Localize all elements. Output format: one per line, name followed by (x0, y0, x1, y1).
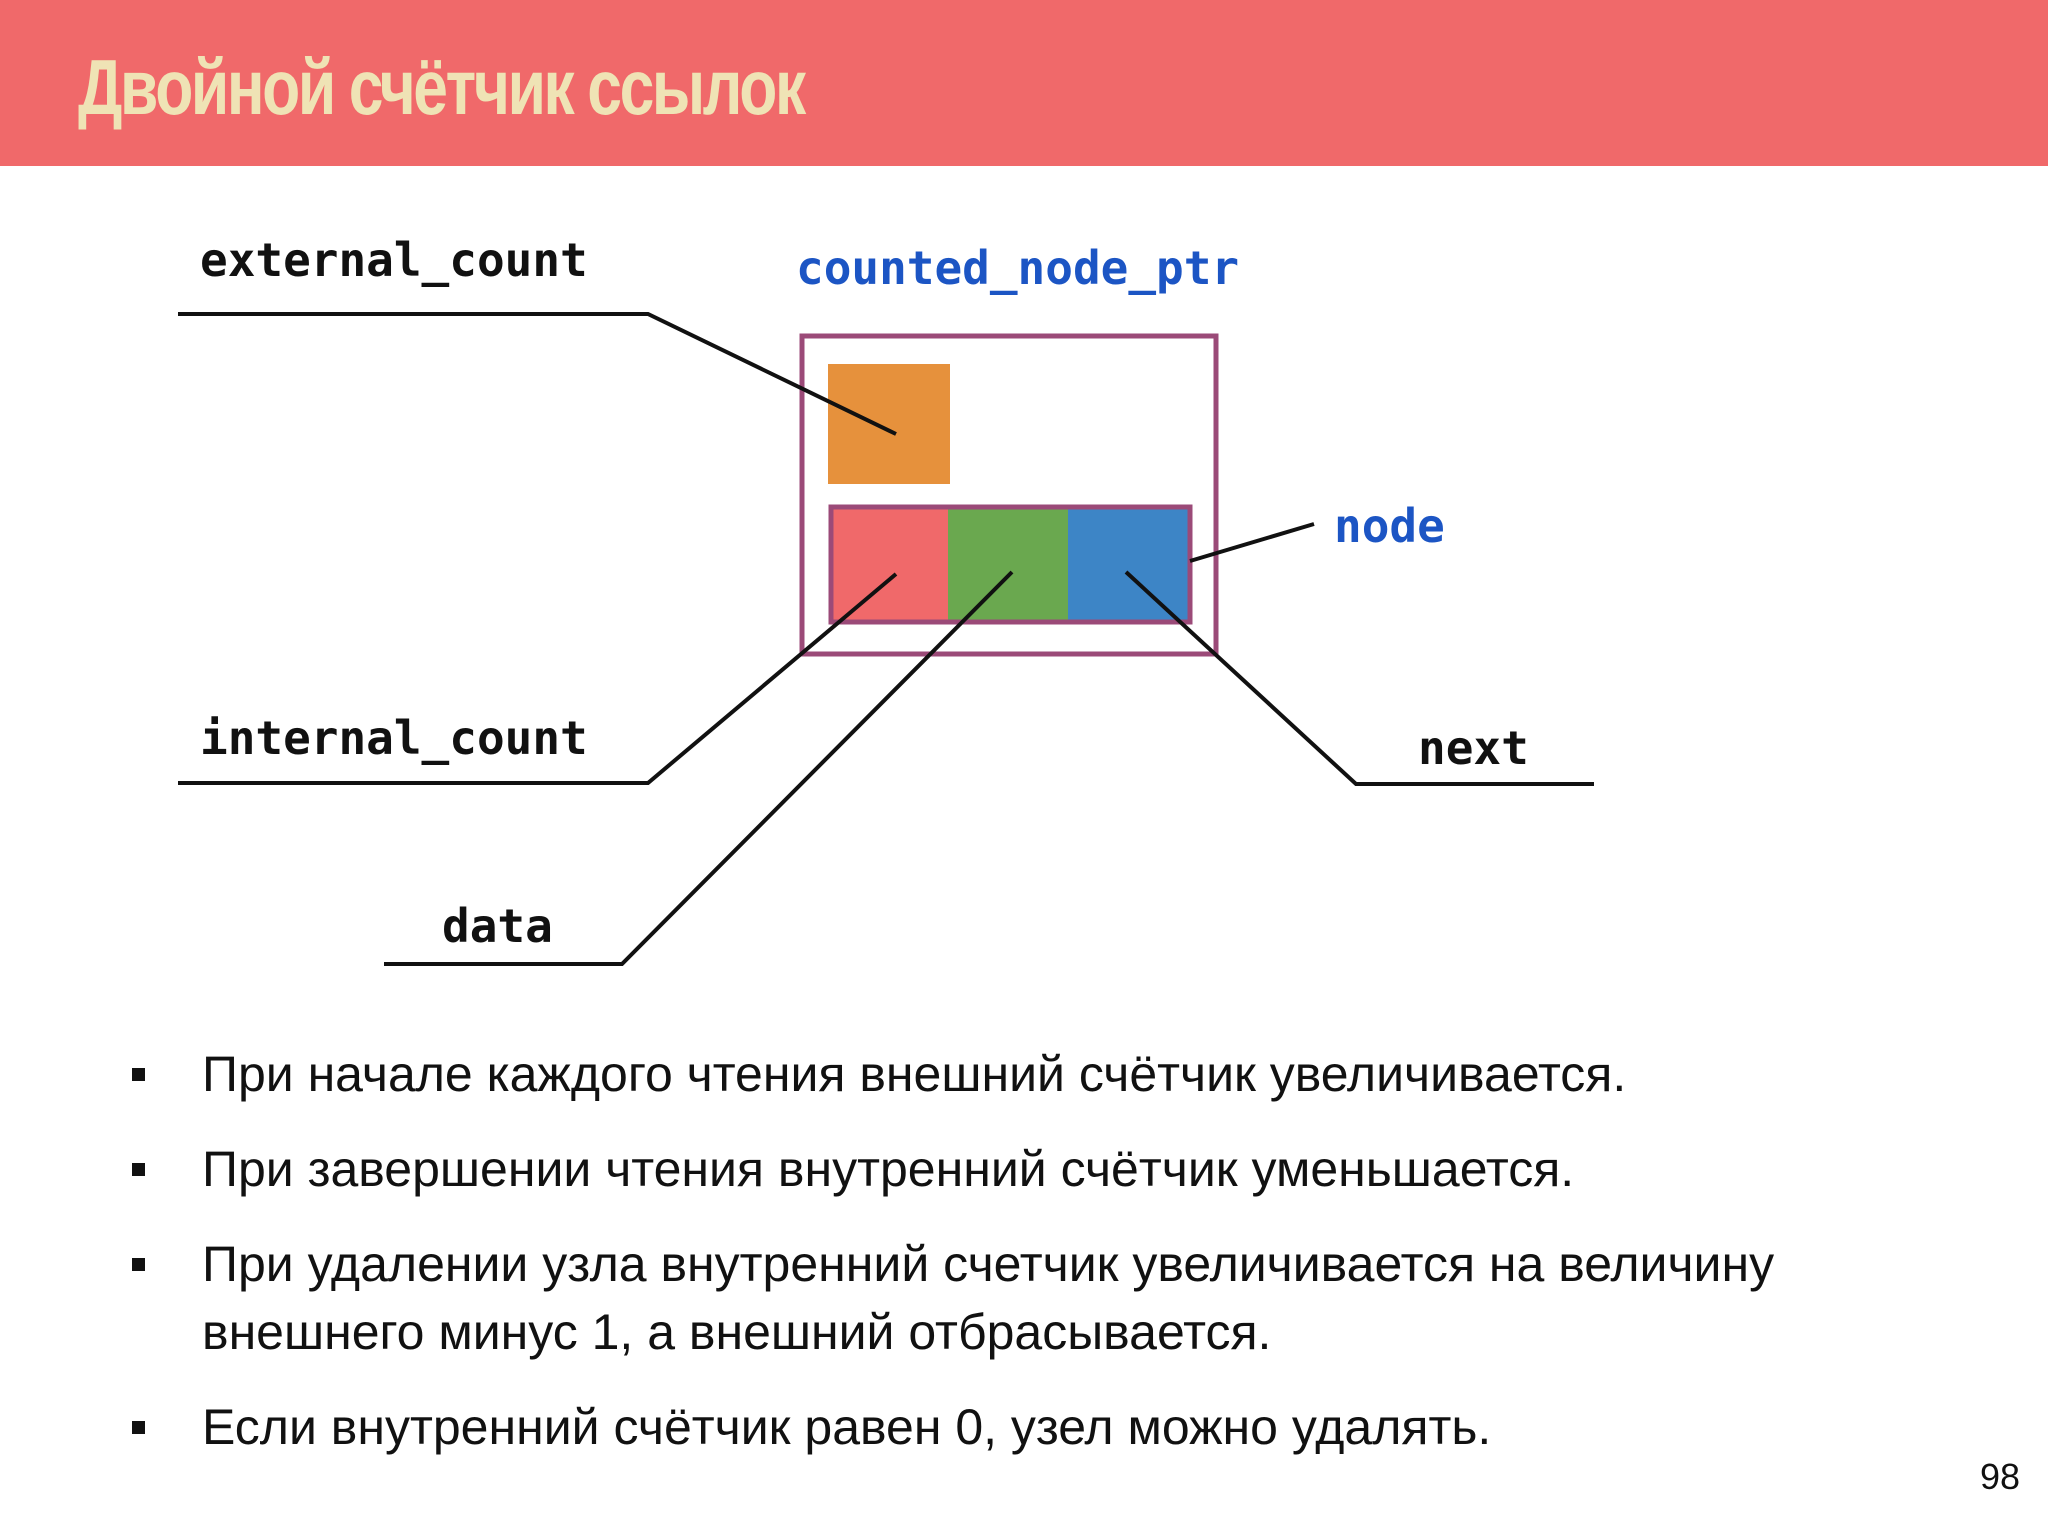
bullet-marker (132, 1258, 145, 1271)
counted-node-ptr-label: counted_node_ptr (796, 241, 1239, 295)
bullet-list: При начале каждого чтения внешний счётчи… (130, 1040, 1950, 1488)
bullet-marker (132, 1163, 145, 1176)
external-count-label: external_count (200, 233, 588, 287)
bullet-marker (132, 1421, 145, 1434)
bullet-text: При завершении чтения внутренний счётчик… (202, 1141, 1575, 1197)
counted-node-ptr-frame (799, 333, 1219, 657)
reference-count-diagram: external_count internal_count data next … (178, 233, 1594, 966)
next-leader (1124, 570, 1594, 786)
internal-count-cell (833, 509, 948, 620)
data-cell (948, 509, 1068, 620)
bullet-item: При удалении узла внутренний счетчик уве… (130, 1230, 1950, 1366)
bullet-item: При завершении чтения внутренний счётчик… (130, 1135, 1950, 1203)
page-number: 98 (1979, 1456, 2020, 1497)
node-frame (828, 504, 1193, 625)
data-label: data (442, 899, 553, 953)
next-cell (1068, 509, 1188, 620)
slide-title: Двойной счётчик ссылок (78, 43, 806, 131)
bullet-marker (132, 1068, 145, 1081)
node-label: node (1334, 499, 1445, 553)
data-leader (384, 570, 1014, 966)
bullet-item: При начале каждого чтения внешний счётчи… (130, 1040, 1950, 1108)
node-leader (1189, 522, 1315, 563)
bullet-text: При удалении узла внутренний счетчик уве… (202, 1236, 1775, 1360)
internal-count-leader (178, 572, 898, 785)
external-count-cell (828, 364, 950, 484)
bullet-item: Если внутренний счётчик равен 0, узел мо… (130, 1393, 1950, 1461)
external-count-leader (178, 312, 897, 436)
bullet-text: Если внутренний счётчик равен 0, узел мо… (202, 1399, 1492, 1455)
internal-count-label: internal_count (200, 711, 588, 765)
slide-header: Двойной счётчик ссылок (0, 0, 2048, 166)
bullet-text: При начале каждого чтения внешний счётчи… (202, 1046, 1627, 1102)
next-label: next (1418, 721, 1529, 775)
